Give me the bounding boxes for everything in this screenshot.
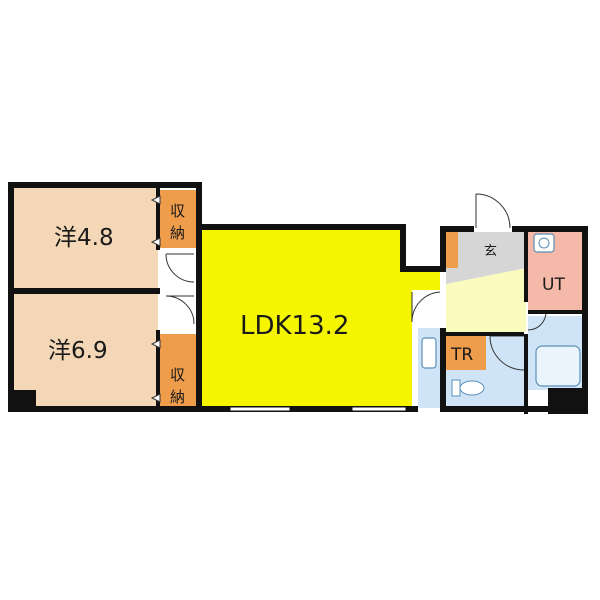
closet-bottom [160, 334, 196, 406]
wall-bottom-right [440, 406, 548, 412]
closet-bottom-label-2: 納 [170, 388, 185, 406]
wall-ldk-notch-v [400, 224, 406, 272]
toilet-label-bg [446, 336, 486, 370]
wall-entrance-left [440, 226, 446, 272]
hall-strip-bottom [160, 294, 196, 332]
toilet-label: TR [450, 345, 473, 365]
wall-closets-divider [196, 182, 202, 410]
closet-top-label-1: 収 [170, 202, 185, 220]
toilet-bowl [459, 380, 485, 396]
wall-closet-left-top [156, 186, 160, 250]
wall-ldk-notch-h [400, 266, 446, 272]
door-swing-top-room [165, 253, 195, 283]
kitchen-sink [421, 337, 437, 369]
wall-toilet-top [444, 332, 524, 336]
wall-ldk-top [196, 224, 406, 230]
closet-arrows [150, 195, 161, 403]
closet-top [160, 190, 196, 248]
shoe-cabinet [446, 232, 458, 268]
washbasin-bowl [538, 237, 550, 249]
wall-toilet-left [440, 328, 446, 412]
door-swing-bottom-room [165, 295, 195, 325]
ldk-room [200, 228, 440, 410]
wall-ut-bottom [528, 310, 584, 314]
ldk-label: LDK13.2 [240, 311, 349, 341]
hallway [446, 268, 526, 332]
bathtub [535, 345, 581, 387]
wall-entrance-top-a [440, 226, 474, 232]
window-right [351, 406, 407, 412]
wall-mid-horizontal [10, 288, 160, 294]
western-room-4-8 [12, 186, 158, 290]
wall-closet-left-bottom [156, 330, 160, 410]
window-left [229, 406, 291, 412]
western-room-4-8-label: 洋4.8 [54, 225, 114, 251]
utility-label: UT [542, 275, 565, 295]
wall-bottom [8, 406, 418, 412]
closet-bottom-label-1: 収 [170, 366, 185, 384]
windows [229, 406, 407, 412]
entrance-label: 玄 [484, 244, 497, 259]
wall-right-pillar [548, 388, 588, 414]
door-swing-entrance [475, 193, 511, 229]
wall-top-left [8, 182, 200, 188]
western-room-6-9 [12, 294, 158, 406]
door-swings [165, 193, 547, 371]
washbasin [533, 233, 555, 253]
wall-entrance-top-b [512, 226, 588, 232]
wall-bath-left [524, 334, 528, 414]
toilet-tank [451, 379, 461, 397]
closet-top-label-2: 納 [170, 224, 185, 242]
walls [8, 182, 588, 414]
door-swing-ldk [411, 291, 441, 323]
wall-left [8, 182, 14, 410]
wall-right [582, 226, 588, 396]
western-room-6-9-label: 洋6.9 [48, 338, 108, 364]
wall-ut-left [524, 226, 528, 302]
